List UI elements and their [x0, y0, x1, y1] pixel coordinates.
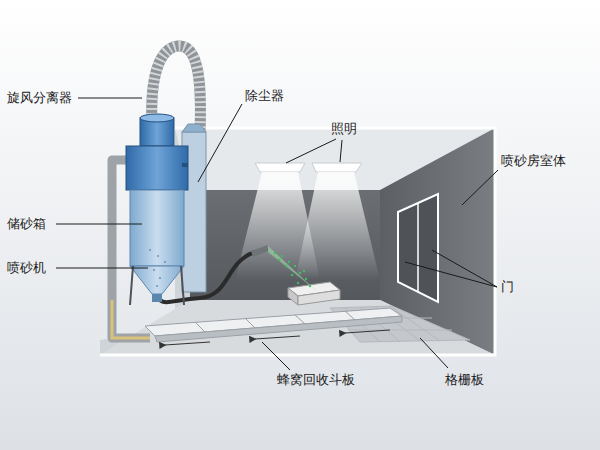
part-label: 喷砂机 [6, 260, 47, 276]
dust-collector-top [182, 124, 206, 132]
cyclone-unit [126, 114, 188, 305]
part-label: 储砂箱 [6, 216, 47, 232]
spray [268, 246, 318, 292]
workpiece [288, 282, 340, 305]
spray-dots [274, 252, 311, 287]
part-label: 照明 [330, 121, 358, 137]
nozzle [252, 248, 268, 254]
part-label: 除尘器 [244, 88, 285, 104]
part-label: 格栅板 [444, 372, 485, 388]
part-label: 蜂窝回收斗板 [276, 372, 356, 388]
leader-lines [56, 98, 498, 370]
part-label: 喷砂房室体 [500, 153, 567, 169]
blast-room [100, 128, 495, 355]
part-label: 旋风分离器 [6, 90, 73, 106]
part-label: 门 [500, 279, 515, 295]
return-pipe-band [112, 300, 150, 338]
hopper-plate [145, 308, 402, 345]
